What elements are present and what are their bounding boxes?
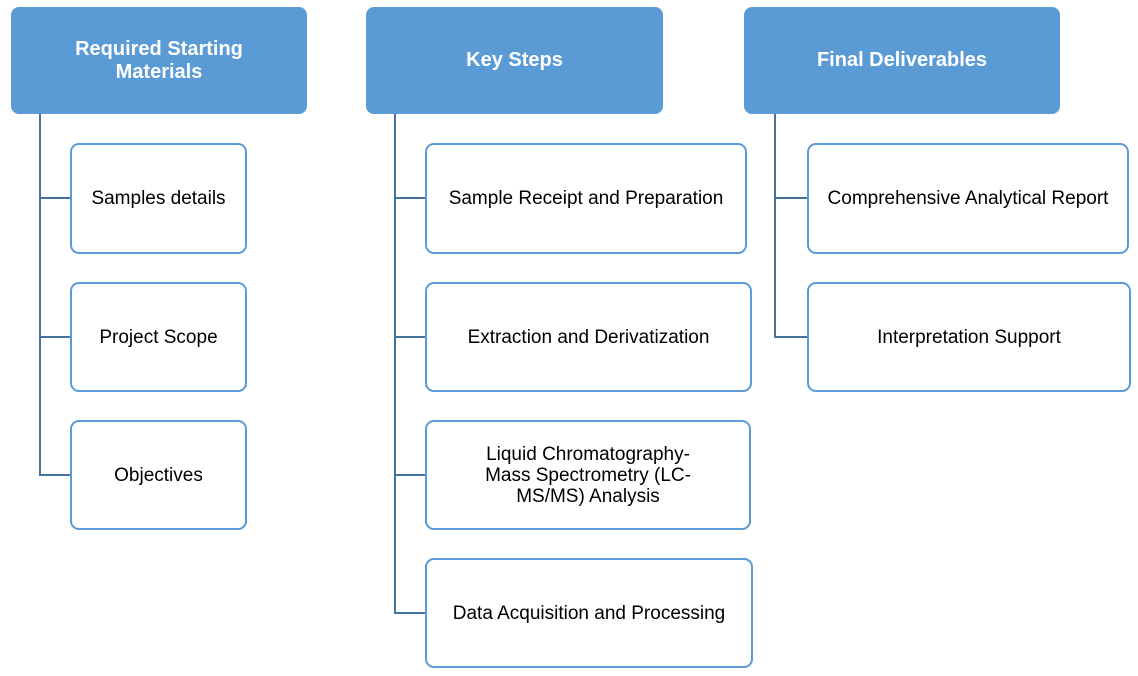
connector-branch: [394, 612, 425, 614]
item-project-scope: Project Scope: [70, 282, 247, 392]
item-lc-ms-analysis: Liquid Chromatography-Mass Spectrometry …: [425, 420, 751, 530]
column-header-key-steps: Key Steps: [366, 7, 663, 114]
connector-trunk: [39, 114, 41, 476]
item-objectives: Objectives: [70, 420, 247, 530]
connector-branch: [774, 197, 807, 199]
connector-trunk: [774, 114, 776, 338]
connector-branch: [39, 197, 70, 199]
connector-trunk: [394, 114, 396, 614]
item-sample-receipt: Sample Receipt and Preparation: [425, 143, 747, 254]
column-header-required-starting-materials: Required Starting Materials: [11, 7, 307, 114]
item-extraction-derivatization: Extraction and Derivatization: [425, 282, 752, 392]
column-header-final-deliverables: Final Deliverables: [744, 7, 1060, 114]
connector-branch: [39, 336, 70, 338]
connector-branch: [774, 336, 807, 338]
item-analytical-report: Comprehensive Analytical Report: [807, 143, 1129, 254]
connector-branch: [394, 336, 425, 338]
connector-branch: [39, 474, 70, 476]
connector-branch: [394, 474, 425, 476]
connector-branch: [394, 197, 425, 199]
item-interpretation-support: Interpretation Support: [807, 282, 1131, 392]
item-data-acquisition: Data Acquisition and Processing: [425, 558, 753, 668]
item-samples-details: Samples details: [70, 143, 247, 254]
